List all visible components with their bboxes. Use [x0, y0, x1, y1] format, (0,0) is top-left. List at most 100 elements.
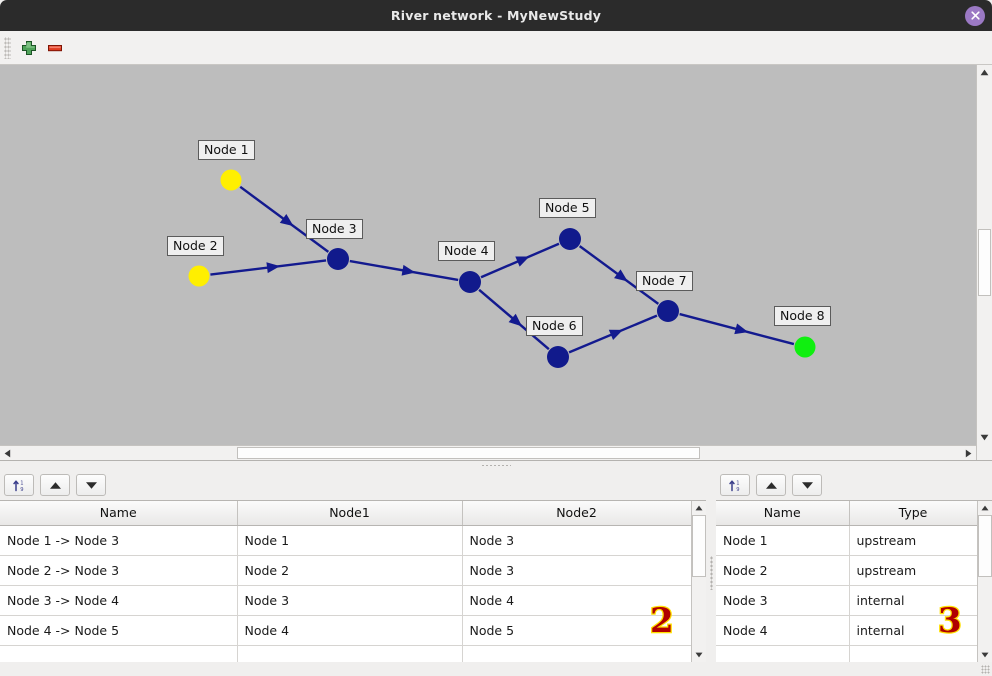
links-table-vertical-scrollbar[interactable]: [691, 501, 706, 662]
table-cell[interactable]: Node 4: [462, 585, 691, 616]
node-label-node2[interactable]: Node 2: [167, 236, 224, 257]
table-cell[interactable]: Node 4 -> Node 5: [0, 615, 238, 646]
node-label-node5[interactable]: Node 5: [539, 198, 596, 219]
table-cell[interactable]: Node 4: [716, 615, 850, 646]
scroll-down-arrow-icon[interactable]: [977, 430, 992, 445]
graph-node-node5[interactable]: [559, 228, 581, 250]
graph-node-node1[interactable]: [220, 169, 242, 191]
node-label-node4[interactable]: Node 4: [438, 241, 495, 262]
graph-node-node2[interactable]: [188, 265, 210, 287]
canvas-vertical-scrollbar[interactable]: [976, 65, 992, 460]
table-cell[interactable]: Node 2: [716, 555, 850, 586]
node-label-node7[interactable]: Node 7: [636, 271, 693, 292]
canvas-vscroll-thumb[interactable]: [978, 229, 991, 296]
graph-node-node7[interactable]: [657, 300, 679, 322]
add-plus-icon[interactable]: [16, 35, 42, 61]
sort-icon[interactable]: 1 9: [4, 474, 34, 496]
nodes-vscroll-track[interactable]: [977, 515, 992, 648]
node-label-node6[interactable]: Node 6: [526, 316, 583, 337]
table-cell[interactable]: internal: [849, 615, 977, 646]
diagram-surface[interactable]: Node 1 Node 2 Node 3 Node 4 Node 5 Node 6 Node…: [0, 65, 992, 460]
nodes-panel-footer: [716, 662, 992, 676]
node-label-node8[interactable]: Node 8: [774, 306, 831, 327]
table-cell[interactable]: upstream: [849, 555, 977, 586]
canvas-scroll-corner: [977, 445, 992, 460]
table-cell[interactable]: Node 3: [237, 585, 463, 616]
table-cell-empty: [716, 645, 850, 662]
column-header-name[interactable]: Name: [0, 501, 238, 526]
horizontal-splitter[interactable]: [0, 461, 992, 470]
table-cell[interactable]: Node 4: [237, 615, 463, 646]
network-canvas[interactable]: Node 1 Node 2 Node 3 Node 4 Node 5 Node 6 Node…: [0, 65, 992, 461]
table-cell-empty: [0, 645, 238, 662]
table-cell[interactable]: Node 3 -> Node 4: [0, 585, 238, 616]
canvas-horizontal-scrollbar[interactable]: [0, 445, 976, 460]
column-header-name[interactable]: Name: [716, 501, 850, 526]
arrow-down-icon[interactable]: [792, 474, 822, 496]
scroll-right-arrow-icon[interactable]: [961, 446, 976, 460]
table-cell[interactable]: Node 3: [462, 555, 691, 586]
arrow-down-icon[interactable]: [76, 474, 106, 496]
links-vscroll-thumb[interactable]: [692, 515, 706, 577]
nodes-scroll-up-arrow-icon[interactable]: [977, 501, 992, 515]
graph-node-node8[interactable]: [794, 336, 816, 358]
table-cell[interactable]: Node 3: [716, 585, 850, 616]
vertical-splitter[interactable]: [706, 470, 716, 676]
canvas-hscroll-track[interactable]: [15, 446, 961, 460]
column-header-type[interactable]: Type: [849, 501, 977, 526]
remove-minus-glyph: [48, 44, 62, 51]
table-cell[interactable]: Node 1 -> Node 3: [0, 525, 238, 556]
links-panel-toolbar: 1 9: [0, 470, 706, 500]
links-scroll-up-glyph: [695, 505, 703, 511]
nodes-vscroll-thumb[interactable]: [977, 515, 992, 577]
window-resize-grip[interactable]: [981, 665, 990, 674]
links-scroll-up-arrow-icon[interactable]: [692, 501, 706, 515]
table-cell[interactable]: upstream: [849, 525, 977, 556]
window-title: River network - MyNewStudy: [390, 8, 602, 23]
remove-minus-icon[interactable]: [42, 35, 68, 61]
table-cell[interactable]: Node 2: [237, 555, 463, 586]
links-scroll-down-arrow-icon[interactable]: [692, 648, 706, 662]
arrow-up-icon[interactable]: [40, 474, 70, 496]
node-label-node3[interactable]: Node 3: [306, 219, 363, 240]
table-cell[interactable]: internal: [849, 585, 977, 616]
node-label-node1[interactable]: Node 1: [198, 140, 255, 161]
arrow-up-icon[interactable]: [756, 474, 786, 496]
links-panel: 1 9: [0, 470, 706, 676]
links-vscroll-track[interactable]: [692, 515, 706, 648]
toolbar-grip[interactable]: [4, 36, 11, 59]
column-header-node2[interactable]: Node2: [462, 501, 691, 526]
table-cell[interactable]: Node 1: [716, 525, 850, 556]
sort-icon[interactable]: 1 9: [720, 474, 750, 496]
graph-node-node3[interactable]: [327, 248, 349, 270]
svg-text:1: 1: [736, 480, 739, 486]
graph-node-node4[interactable]: [459, 271, 481, 293]
graph-node-node6[interactable]: [547, 346, 569, 368]
table-cell[interactable]: Node 2 -> Node 3: [0, 555, 238, 586]
table-cell[interactable]: Node 3: [462, 525, 691, 556]
scroll-left-arrow-icon[interactable]: [0, 446, 15, 460]
canvas-hscroll-thumb[interactable]: [237, 447, 700, 459]
nodes-scroll-down-arrow-icon[interactable]: [977, 648, 992, 662]
close-icon[interactable]: [965, 5, 985, 26]
scroll-up-arrow-icon[interactable]: [977, 65, 992, 80]
column-header-node1[interactable]: Node1: [237, 501, 463, 526]
table-cell[interactable]: Node 5: [462, 615, 691, 646]
canvas-vscroll-track[interactable]: [977, 80, 992, 430]
nodes-table-vertical-scrollbar[interactable]: [976, 501, 992, 662]
table-cell[interactable]: Node 1: [237, 525, 463, 556]
